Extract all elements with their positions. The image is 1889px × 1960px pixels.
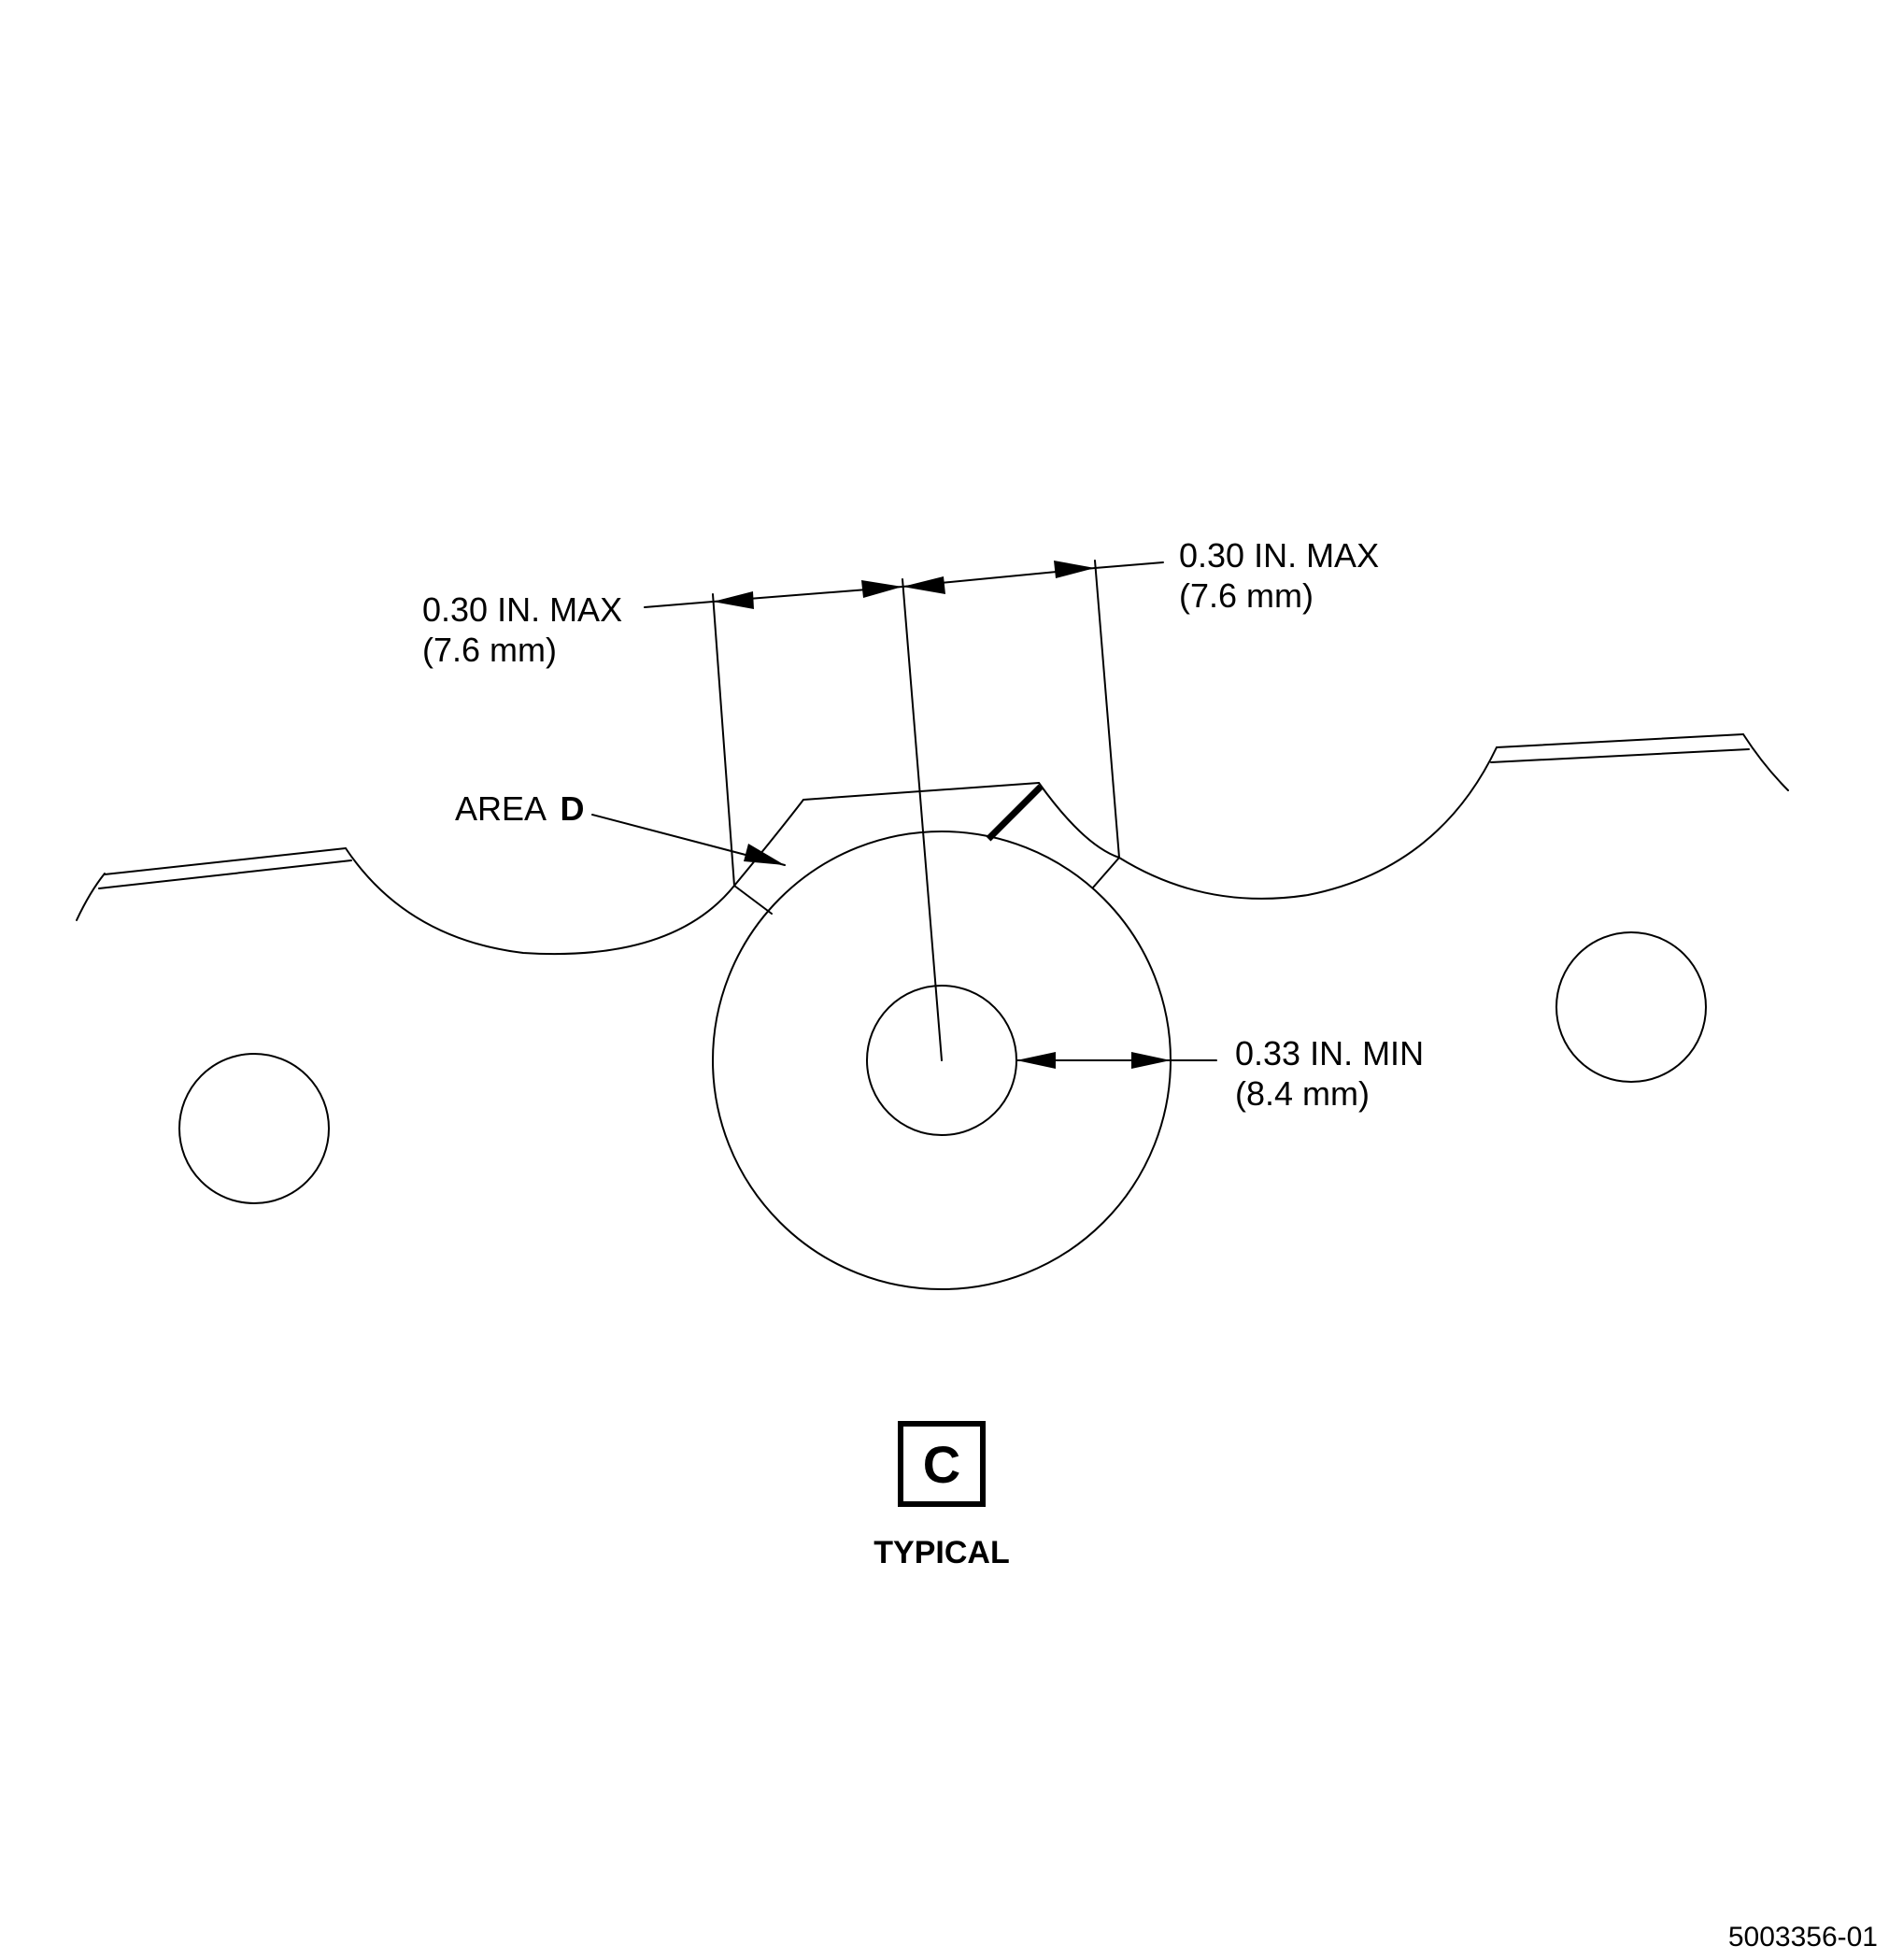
area-boundary-right xyxy=(1092,857,1120,888)
right-scallop xyxy=(1118,746,1498,900)
centerline xyxy=(902,578,943,1061)
area-leader-arrow xyxy=(744,844,785,865)
area-boundary-left xyxy=(733,885,773,915)
area-d-leader xyxy=(591,814,786,866)
detail-letter: C xyxy=(923,1435,960,1494)
right-leader xyxy=(1094,561,1164,569)
left-edge-outer xyxy=(104,847,347,875)
left-width-label-line2: (7.6 mm) xyxy=(422,631,557,669)
center-lug-top xyxy=(802,782,1040,801)
edge-dim-arrow-end xyxy=(1131,1052,1171,1069)
figure-number: 5003356-01 xyxy=(1728,1922,1878,1953)
left-dim-arrow-start xyxy=(713,591,754,609)
left-scallop xyxy=(345,847,735,956)
weld-mark xyxy=(986,784,1044,842)
edge-distance-label-line1: 0.33 IN. MIN xyxy=(1235,1034,1424,1072)
detail-caption: TYPICAL xyxy=(873,1535,1009,1570)
left-edge-inner xyxy=(98,859,352,889)
center-lug-right xyxy=(1038,782,1120,859)
left-width-label-line1: 0.30 IN. MAX xyxy=(422,590,622,629)
left-dim-arrow-end xyxy=(861,580,902,598)
detail-box xyxy=(898,1421,986,1507)
left-end-curve xyxy=(76,873,106,921)
extension-line-left xyxy=(712,593,735,887)
left-leader xyxy=(644,601,714,608)
dimension-right-width xyxy=(902,561,1164,594)
right-dim-arrow-end xyxy=(1054,561,1095,578)
edge-distance-label-line2: (8.4 mm) xyxy=(1235,1074,1370,1113)
area-label-prefix: AREA xyxy=(455,789,547,828)
center-lug-left xyxy=(733,799,804,887)
dimension-edge-distance xyxy=(1016,1052,1217,1069)
dimension-left-width xyxy=(644,580,903,609)
right-width-label-line2: (7.6 mm) xyxy=(1179,576,1314,615)
right-end-curve xyxy=(1742,733,1789,791)
right-dim-arrow-start xyxy=(902,576,945,594)
extension-line-right xyxy=(1094,560,1120,859)
left-hole xyxy=(178,1053,330,1204)
right-edge-inner xyxy=(1490,748,1750,763)
area-label-letter: D xyxy=(561,789,585,828)
right-width-label-line1: 0.30 IN. MAX xyxy=(1179,536,1379,575)
edge-dim-arrow-start xyxy=(1016,1052,1056,1069)
area-label: AREA D xyxy=(455,789,585,828)
part-outline xyxy=(76,733,1789,956)
right-edge-outer xyxy=(1496,733,1744,748)
right-hole xyxy=(1555,931,1707,1083)
